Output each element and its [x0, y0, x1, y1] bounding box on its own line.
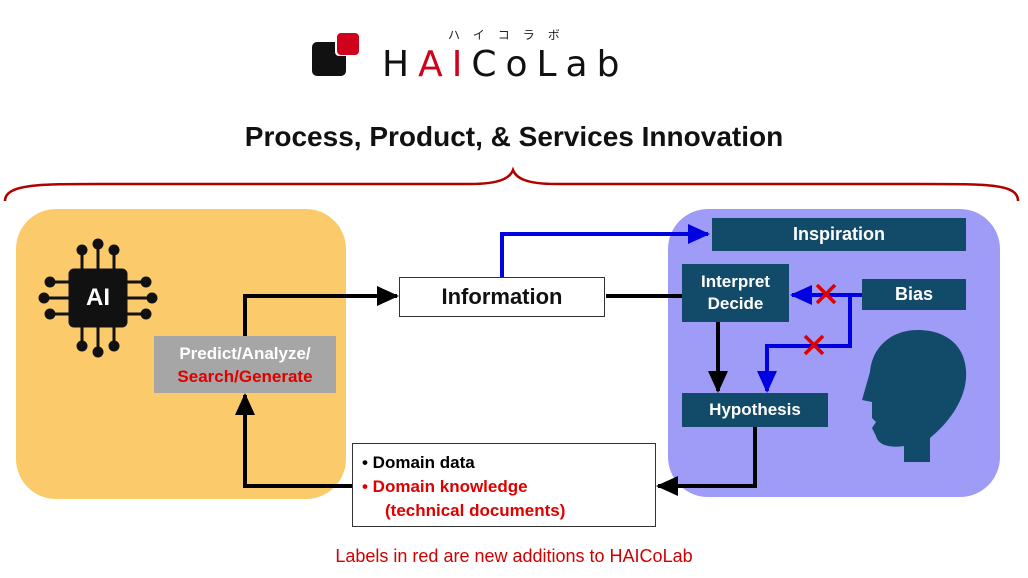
curly-brace	[3, 166, 1020, 202]
domain-item-data: • Domain data	[362, 453, 475, 472]
ai-chip-label: AI	[86, 284, 110, 311]
logo-text-ai: AI	[418, 44, 472, 85]
predict-analyze-node: Predict/Analyze/ Search/Generate	[154, 336, 336, 393]
arrow-bias-to-hypothesis	[757, 295, 852, 393]
information-node: Information	[399, 277, 605, 317]
interpret-line1: Interpret	[701, 272, 770, 291]
hypothesis-node: Hypothesis	[682, 393, 828, 427]
predict-line1: Predict/Analyze/	[179, 343, 311, 363]
page-title: Process, Product, & Services Innovation	[244, 121, 784, 152]
logo-mark-icon	[312, 31, 360, 76]
interpret-decide-node: Interpret Decide	[682, 264, 789, 322]
bias-node: Bias	[862, 279, 966, 310]
logo-kana: ハイコラボ	[448, 28, 573, 42]
logo-text-colab: CoLab	[471, 44, 629, 85]
footnote: Labels in red are new additions to HAICo…	[335, 546, 693, 566]
arrow-predict-to-information	[243, 286, 399, 336]
human-head-icon	[862, 330, 967, 462]
predict-line2: Search/Generate	[177, 366, 313, 386]
blocked-cross-icon	[803, 334, 825, 356]
arrow-domain-to-predict	[235, 393, 352, 488]
domain-node: • Domain data • Domain knowledge (techni…	[352, 443, 656, 527]
arrow-hypothesis-to-domain	[656, 427, 757, 496]
interpret-line2: Decide	[707, 294, 764, 313]
logo-wordmark: HAICoLab	[382, 44, 628, 85]
domain-item-knowledge: • Domain knowledge	[362, 477, 528, 496]
domain-item-knowledge-cont: (technical documents)	[385, 501, 566, 520]
blocked-cross-icon	[815, 283, 837, 305]
inspiration-node: Inspiration	[712, 218, 966, 251]
logo-text-h: H	[382, 44, 419, 85]
ai-chip-icon	[38, 238, 158, 358]
arrow-information-to-inspiration	[500, 224, 710, 277]
